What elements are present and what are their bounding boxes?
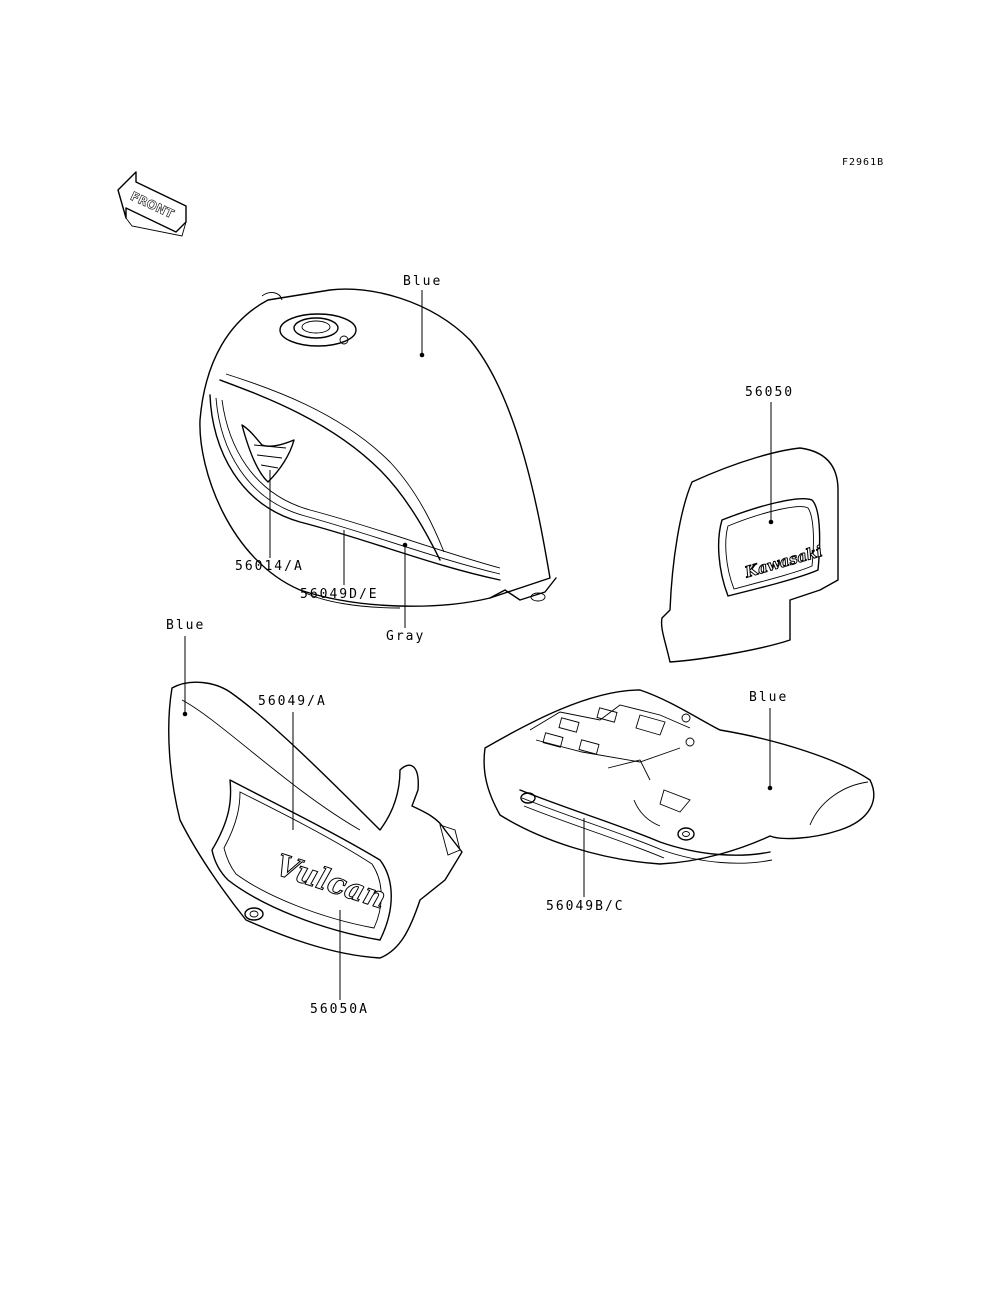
side-cover-left: Vulcan: [168, 681, 463, 959]
front-arrow-icon: FRONT: [117, 171, 187, 237]
tank-color-label: Blue: [403, 274, 442, 289]
callout-56050: 56050: [745, 385, 794, 400]
vulcan-logo-text: Vulcan: [271, 848, 390, 917]
figure-code: F2961B: [842, 157, 884, 168]
side-cover-right: Kawasaki: [660, 447, 839, 663]
front-label: FRONT: [128, 189, 176, 221]
callout-56050a: 56050A: [310, 1002, 369, 1017]
fuel-tank: [199, 288, 557, 609]
callout-56049d-e: 56049D/E: [300, 587, 379, 602]
rear-fender: [483, 689, 875, 865]
callout-56014-a: 56014/A: [235, 559, 304, 574]
tank-color-label-gray: Gray: [386, 629, 425, 644]
fender-color-label: Blue: [749, 690, 788, 705]
left-cover-color-label: Blue: [166, 618, 205, 633]
callout-56049-a: 56049/A: [258, 694, 327, 709]
callout-56049b-c: 56049B/C: [546, 899, 625, 914]
